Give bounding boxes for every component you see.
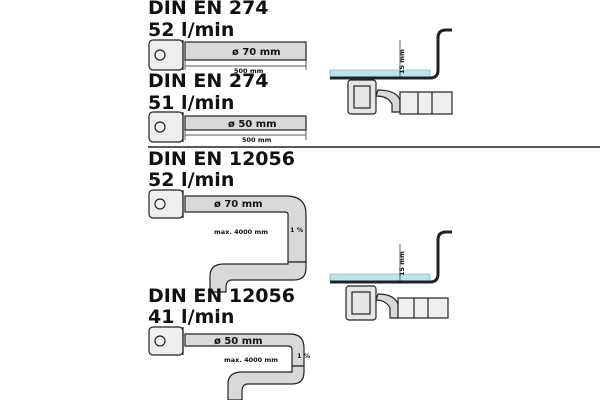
section-2-length: 500 mm xyxy=(242,136,272,144)
drain-trap-icon xyxy=(347,79,453,115)
water-level-label: 15 mm xyxy=(398,49,406,74)
section-2-diameter: ø 50 mm xyxy=(228,119,277,130)
section-1-diameter: ø 70 mm xyxy=(232,47,281,58)
section-3-flow: 52 l/min xyxy=(148,169,234,191)
section-1-length: 500 mm xyxy=(234,67,264,75)
shower-drain-illustration-1: 15 mm xyxy=(329,28,453,115)
section-3-length: max. 4000 mm xyxy=(214,228,268,236)
section-4-flow: 41 l/min xyxy=(148,306,234,328)
shower-drain-illustration-2: 15 mm xyxy=(329,230,452,321)
section-2-standard: DIN EN 274 xyxy=(148,70,269,92)
section-1-flow: 52 l/min xyxy=(148,19,234,41)
section-3: DIN EN 12056 52 l/min ø 70 mm 1 % max. 4… xyxy=(148,148,307,293)
section-4-slope: 1 % xyxy=(297,352,311,360)
pipe-return-bend xyxy=(209,261,307,293)
water-level-label: 15 mm xyxy=(398,251,406,276)
drain-body-icon xyxy=(148,326,184,356)
section-1-standard: DIN EN 274 xyxy=(148,0,269,19)
tray-wall xyxy=(330,230,452,284)
pipe-70mm xyxy=(184,41,307,61)
section-4-length: max. 4000 mm xyxy=(224,356,278,364)
drain-body-icon xyxy=(148,189,184,219)
drain-body-icon xyxy=(148,39,184,71)
drain-trap-icon xyxy=(345,285,449,321)
section-4-diameter: ø 50 mm xyxy=(214,336,263,347)
section-3-diameter: ø 70 mm xyxy=(214,199,263,210)
section-2: DIN EN 274 51 l/min ø 50 mm 500 mm xyxy=(148,70,307,144)
section-4: DIN EN 12056 41 l/min ø 50 mm 1 % max. 4… xyxy=(148,285,311,400)
section-3-slope: 1 % xyxy=(290,226,304,234)
pipe-50mm xyxy=(184,115,307,131)
tray-wall xyxy=(330,28,452,80)
drain-body-icon xyxy=(148,111,184,143)
pipe-return-bend xyxy=(227,365,305,400)
section-3-standard: DIN EN 12056 xyxy=(148,148,295,170)
section-1: DIN EN 274 52 l/min ø 70 mm 500 mm xyxy=(148,0,307,75)
section-2-flow: 51 l/min xyxy=(148,92,234,114)
section-4-standard: DIN EN 12056 xyxy=(148,285,295,307)
